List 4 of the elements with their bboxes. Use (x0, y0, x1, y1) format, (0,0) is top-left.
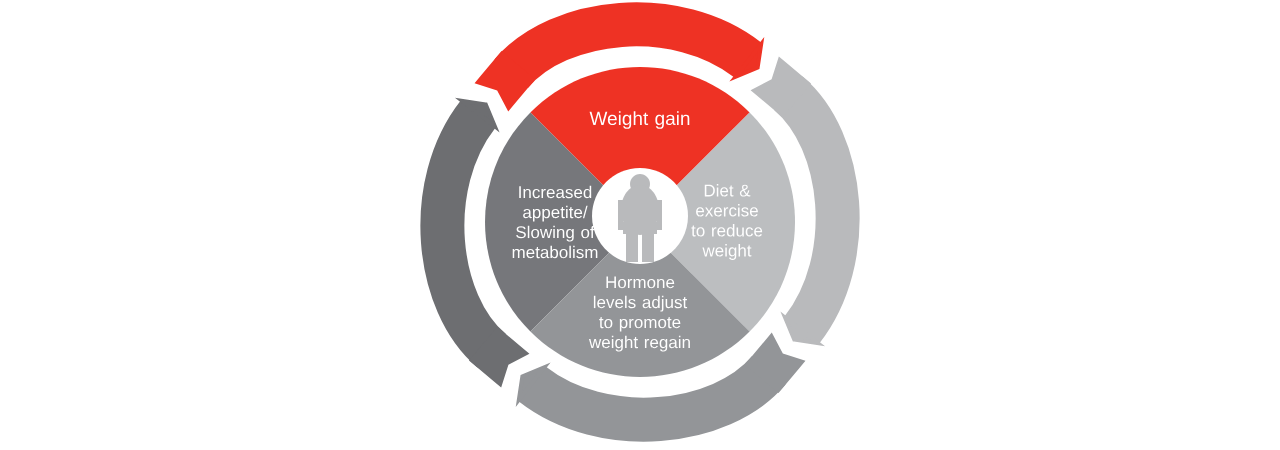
cycle-arrow (750, 56, 860, 347)
cycle-arrow (515, 332, 806, 442)
cycle-arrow (420, 97, 530, 388)
cycle-arrow (474, 2, 765, 112)
